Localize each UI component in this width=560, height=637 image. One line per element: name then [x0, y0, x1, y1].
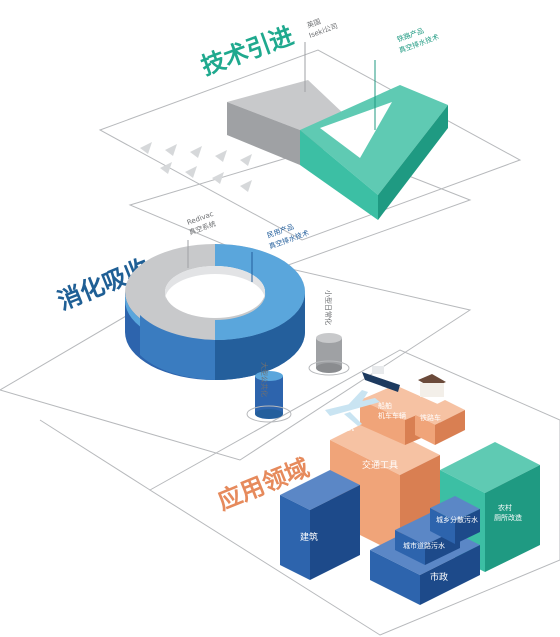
- tech-triangle: [227, 80, 448, 220]
- building-label: 建筑: [300, 531, 318, 543]
- building-block: [280, 470, 360, 580]
- absorb-ring: [125, 244, 305, 380]
- transport-label: 交通工具: [362, 459, 398, 471]
- rural-label: 农村: [498, 503, 512, 512]
- cylinder-small-label: 小型日常化: [324, 290, 333, 325]
- vehicle-label: 机车车辆: [378, 411, 406, 420]
- house-icon: [418, 374, 446, 397]
- tech-teal-label: 铁路产品 真空排水技术: [396, 26, 441, 55]
- cylinder-large-label: 大型公共化: [260, 362, 269, 397]
- cylinder-small-daily: [308, 333, 350, 376]
- tech-title: 技术引进: [197, 21, 297, 80]
- airplane-icon: [325, 390, 380, 426]
- cylinder-large-public: [246, 371, 292, 423]
- absorb-gray-label: Redivac 真空系统: [186, 210, 217, 237]
- aviation-label: 飞机: [340, 423, 354, 432]
- rural2-label: 厕所改造: [494, 513, 522, 522]
- ship-icon: [362, 366, 400, 392]
- ship-label: 船舶: [378, 401, 392, 410]
- sewage-dist-label: 城乡分散污水: [436, 515, 478, 524]
- municipal-block: [370, 496, 480, 605]
- absorb-blue-label: 民用产品 真空排水技术: [266, 222, 311, 251]
- sewage-road-label: 城市道路污水: [403, 541, 445, 550]
- municipal-label: 市政: [430, 571, 448, 583]
- decorative-arrows: [140, 142, 252, 192]
- tech-gray-label: 英国 Iseki公司: [306, 17, 339, 40]
- railway-label: 铁路车: [420, 413, 441, 422]
